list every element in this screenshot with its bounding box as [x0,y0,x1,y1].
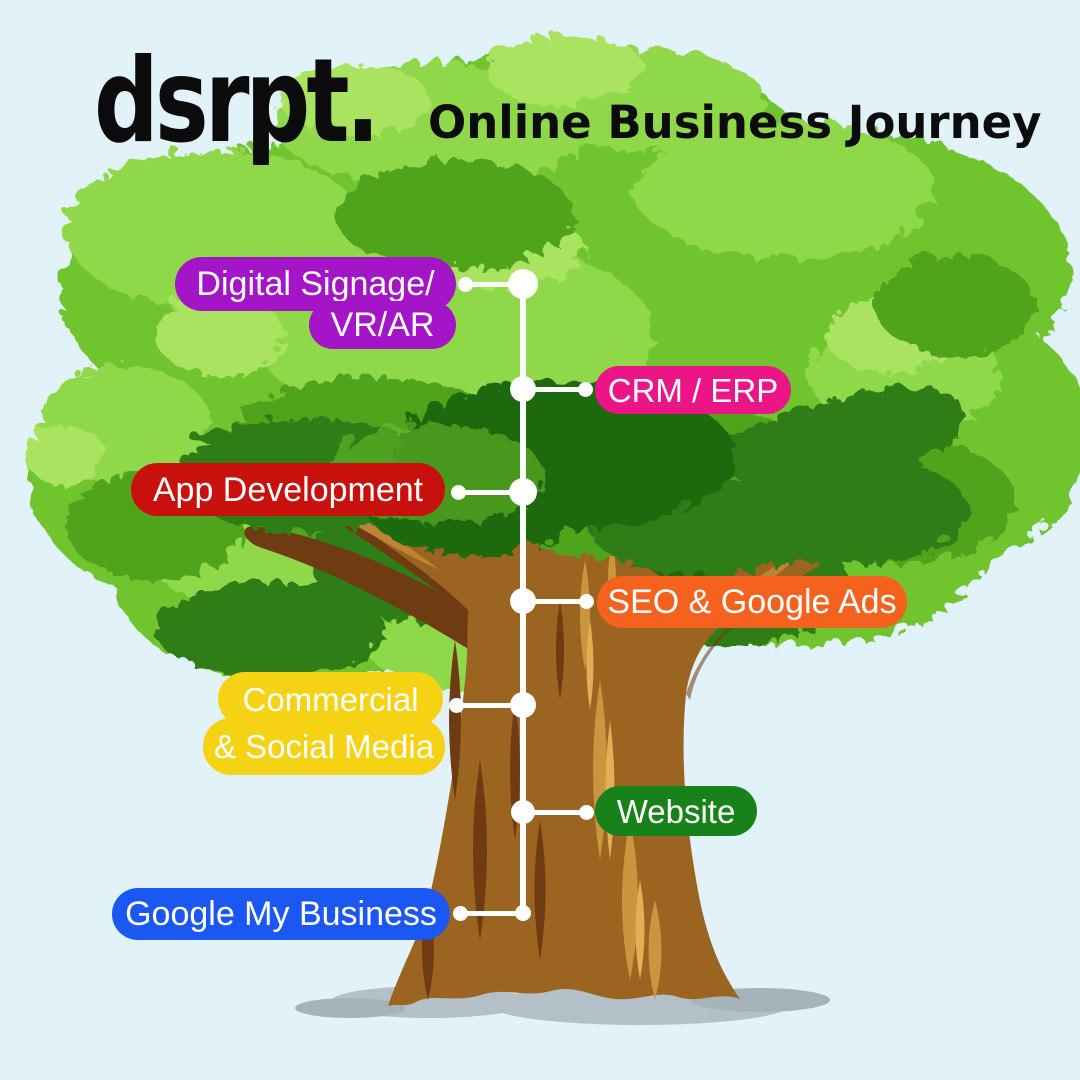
badge-pill: VR/AR [309,301,456,349]
badge-website: Website [595,786,757,836]
connector-website [523,810,587,815]
connector-dot-seo-google-ads [579,594,594,609]
connector-app-development [459,490,523,495]
badge-label: VR/AR [330,306,435,344]
brand-logo: dsrpt. [94,34,380,169]
connector-dot-crm-erp [578,382,593,397]
badge-label: App Development [152,470,424,509]
timeline-node-google-my-business [515,905,531,921]
badge-pill: Commercial [218,672,443,726]
connector-dot-google-my-business [453,906,468,921]
badge-app-development: App Development [131,463,445,516]
connector-dot-website [579,805,594,820]
badge-seo-google-ads: SEO & Google Ads [597,576,907,628]
badge-pill: Digital Signage/ [175,257,456,311]
connector-dot-app-development [451,485,466,500]
badge-label: Google My Business [125,895,437,933]
badge-label: & Social Media [213,728,435,765]
badge-crm-erp: CRM / ERP [595,366,791,414]
connector-dot-commercial-social [449,698,464,713]
connector-seo-google-ads [523,599,587,604]
page-title: Online Business Journey [428,96,1042,149]
badge-label: Commercial [242,680,419,718]
badge-google-my-business: Google My Business [112,888,450,940]
badge-label: Digital Signage/ [196,265,435,303]
connector-crm-erp [523,387,586,392]
connector-commercial-social [457,703,523,708]
connector-digital-signage [466,282,523,287]
connector-google-my-business [461,911,523,916]
badge-label: SEO & Google Ads [607,583,897,621]
badge-label: CRM / ERP [607,371,779,409]
badge-pill: & Social Media [203,718,445,775]
badge-label: Website [616,792,736,830]
tree-shadow [295,985,830,1025]
connector-dot-digital-signage [458,277,473,292]
